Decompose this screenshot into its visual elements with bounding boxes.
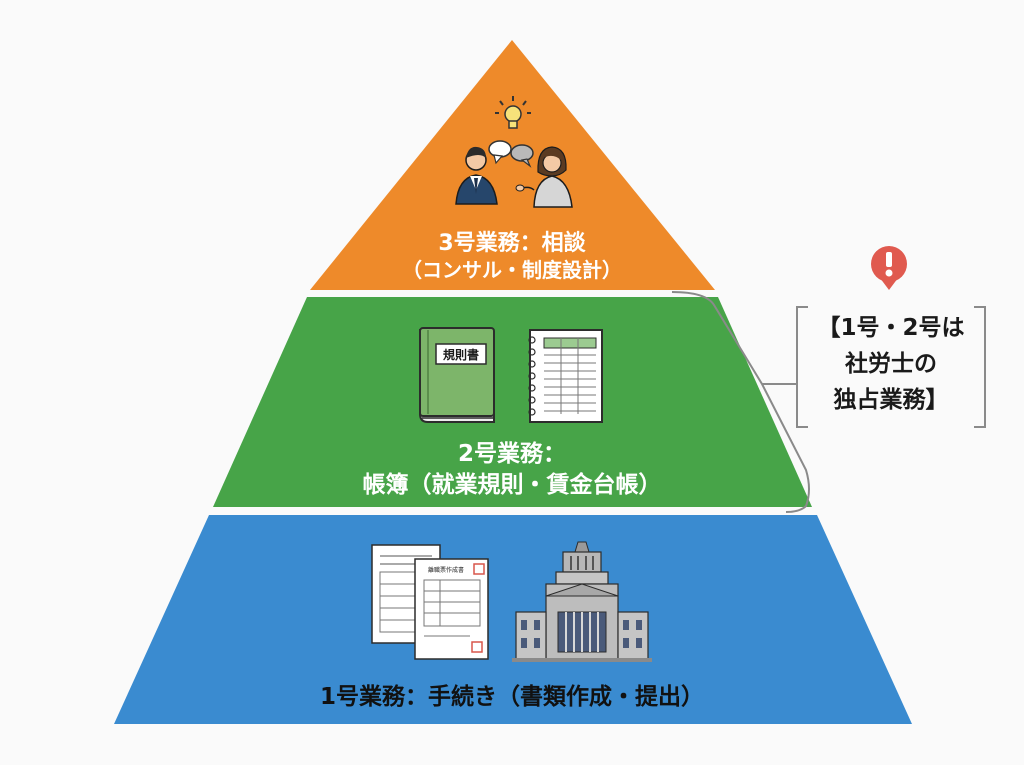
tier-middle bbox=[213, 297, 812, 507]
exclusive-business-callout: 【1号・2号は 社労士の 独占業務】 bbox=[796, 306, 986, 428]
tier-top-subtitle: （コンサル・制度設計） bbox=[402, 258, 622, 282]
consultant-person-icon bbox=[455, 146, 498, 205]
consultation-icon bbox=[455, 96, 573, 208]
callout-line-1: 【1号・2号は bbox=[817, 315, 965, 341]
callout-bracket-left bbox=[796, 306, 808, 428]
form-label: 離職票作成書 bbox=[428, 566, 464, 574]
callout-bracket-right bbox=[974, 306, 986, 428]
rulebook-label: 規則書 bbox=[443, 347, 479, 362]
ledger-icon bbox=[528, 329, 603, 423]
tier-top bbox=[310, 40, 715, 290]
tier-bottom-title: 1号業務：手続き（書類作成・提出） bbox=[320, 683, 704, 710]
diet-building-icon bbox=[512, 541, 652, 662]
grouping-brace bbox=[671, 291, 810, 513]
tier-top-title: 3号業務：相談 bbox=[438, 230, 586, 256]
speech-bubble-icon bbox=[488, 140, 534, 168]
tier-middle-subtitle: 帳簿（就業規則・賃金台帳） bbox=[363, 471, 662, 498]
tier-middle-title: 2号業務： bbox=[458, 440, 566, 467]
documents-icon: 離職票作成書 bbox=[371, 544, 489, 660]
callout-line-3: 独占業務】 bbox=[833, 387, 949, 413]
alert-icon bbox=[871, 246, 907, 290]
lightbulb-icon bbox=[495, 96, 531, 129]
tier-bottom bbox=[114, 515, 912, 724]
callout-line-2: 社労士の bbox=[845, 351, 937, 377]
rulebook-icon: 規則書 bbox=[419, 327, 495, 423]
client-person-icon bbox=[515, 146, 573, 208]
